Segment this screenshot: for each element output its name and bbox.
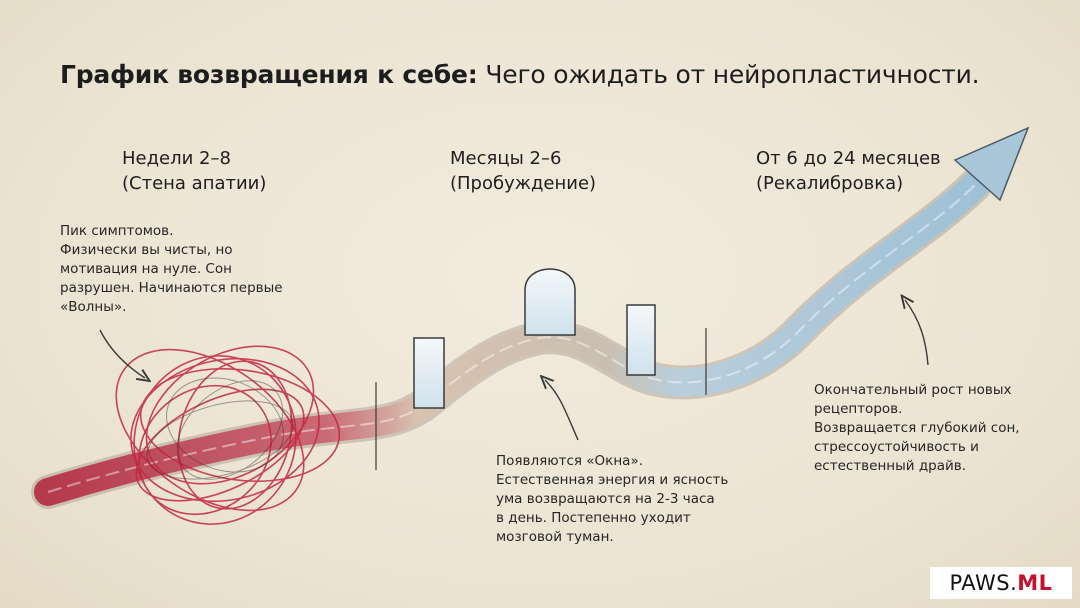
note-line: в день. Постепенно уходит <box>496 510 691 526</box>
phase-1-period: Недели 2–8 <box>122 148 231 169</box>
note-phase-2: Появляются «Окна». Естественная энергия … <box>496 452 728 547</box>
band-arrowhead <box>953 126 1030 202</box>
window-left <box>413 337 445 409</box>
phase-2-name: (Пробуждение) <box>450 173 597 194</box>
pointer-arrow-1 <box>99 329 145 378</box>
note-line: Возвращается глубокий сон, <box>814 420 1020 436</box>
window-right <box>626 304 656 376</box>
note-line: Появляются «Окна». <box>496 453 643 469</box>
note-line: Физически вы чисты, но <box>60 242 233 258</box>
note-line: мозговой туман. <box>496 529 614 545</box>
pointer-arrows <box>99 300 929 441</box>
note-line: Окончательный рост новых <box>814 382 1012 398</box>
window-arch <box>524 268 576 336</box>
phase-3-name: (Рекалибровка) <box>756 173 904 194</box>
phase-3-period: От 6 до 24 месяцев <box>756 148 941 169</box>
recovery-band <box>31 126 1030 509</box>
phase-1-label: Недели 2–8 (Стена апатии) <box>122 146 266 196</box>
logo-text-paws: PAWS. <box>949 571 1018 595</box>
note-line: стрессоустойчивость и <box>814 439 979 455</box>
pointer-arrow-3 <box>905 300 929 366</box>
note-line: разрушен. Начинаются первые <box>60 280 283 296</box>
phase-3-label: От 6 до 24 месяцев (Рекалибровка) <box>756 146 941 196</box>
title-bold: График возвращения к себе: <box>60 60 478 89</box>
note-line: Пик симптомов. <box>60 223 174 239</box>
logo-text-ml: ML <box>1017 571 1053 595</box>
note-line: Естественная энергия и ясность <box>496 472 729 488</box>
phase-2-period: Месяцы 2–6 <box>450 148 562 169</box>
note-line: ума возвращаются на 2-3 часа <box>496 491 715 507</box>
apathy-tangle <box>115 345 341 525</box>
phase-separators <box>375 328 707 470</box>
note-phase-3: Окончательный рост новых рецепторов. Воз… <box>814 381 1020 476</box>
note-line: рецепторов. <box>814 401 903 417</box>
phase-1-name: (Стена апатии) <box>122 173 267 194</box>
page-title: График возвращения к себе: Чего ожидать … <box>60 60 980 89</box>
apathy-tangle-dark <box>146 377 294 480</box>
note-line: «Волны». <box>60 299 127 315</box>
brand-logo[interactable]: PAWS.ML <box>930 567 1072 599</box>
awakening-windows <box>413 268 656 409</box>
title-regular: Чего ожидать от нейропластичности. <box>485 60 980 89</box>
note-phase-1: Пик симптомов. Физически вы чисты, но мо… <box>60 222 283 317</box>
phase-2-label: Месяцы 2–6 (Пробуждение) <box>450 146 596 196</box>
pointer-arrow-2 <box>545 380 579 441</box>
note-line: естественный драйв. <box>814 458 967 474</box>
note-line: мотивация на нуле. Сон <box>60 261 232 277</box>
